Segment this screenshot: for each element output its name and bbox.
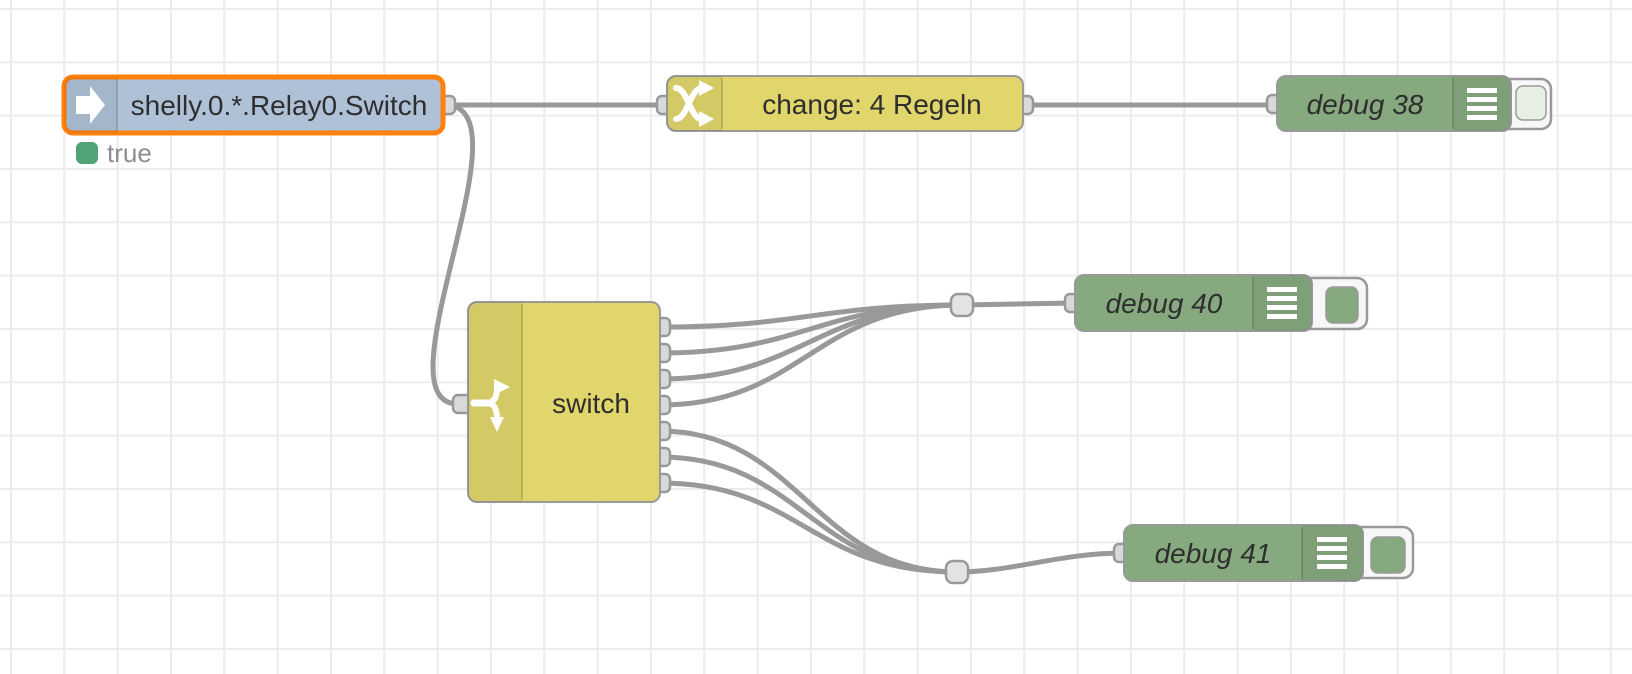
node-label: debug 41 [1155,538,1272,569]
node-label: shelly.0.*.Relay0.Switch [131,90,428,121]
node-label: debug 38 [1307,89,1424,120]
wire-switch-out6-to-junction2[interactable] [657,454,960,575]
debug-list-icon [1267,287,1297,319]
wire-junction2-to-debug41[interactable] [954,550,1127,575]
wire-switch-out2-to-junction1[interactable] [657,302,965,356]
node-change-body[interactable] [666,75,1024,132]
toggle-state[interactable] [1325,286,1359,324]
node-icon-region [1253,275,1312,331]
node-debug40-body[interactable] [1074,274,1313,332]
node-label: switch [552,388,630,419]
wire-switch-out7-to-junction2[interactable] [657,480,960,575]
node-debug38-body[interactable] [1276,75,1512,132]
node-status: true [76,138,152,168]
arrow-in-icon [76,86,105,124]
wire-switch-out5-to-junction2[interactable] [657,428,960,575]
wires [430,102,1280,575]
debug-list-icon [1317,537,1347,569]
node-switch[interactable]: switch [467,301,661,503]
node-switch-body[interactable] [467,301,661,503]
node-debug38[interactable]: debug 38 [1276,75,1553,132]
junction-node[interactable] [944,559,970,585]
status-text: true [107,138,152,168]
node-label: change: 4 Regeln [762,89,982,120]
node-icon-region [1453,76,1511,131]
change-shuffle-icon [673,80,714,127]
junction-node[interactable] [949,292,975,318]
toggle-state[interactable] [1515,85,1547,121]
debug-list-icon [1467,88,1497,120]
node-debug40[interactable]: debug 40 [1074,274,1369,332]
node-label: debug 40 [1106,288,1223,319]
status-dot [76,142,98,164]
wire-junction1-to-debug40[interactable] [959,300,1078,308]
node-iobroker-in[interactable]: shelly.0.*.Relay0.Switch [61,74,446,136]
toggle-state[interactable] [1370,536,1406,574]
node-iobroker-body[interactable] [61,74,446,136]
switch-fork-icon [470,379,510,432]
node-icon-region [1302,525,1363,581]
node-debug41-body[interactable] [1123,524,1364,582]
node-change[interactable]: change: 4 Regeln [666,75,1024,132]
wire-switch-out4-to-junction1[interactable] [657,302,965,408]
node-debug41[interactable]: debug 41 [1123,524,1415,582]
wire-iobroker-to-switch[interactable] [430,102,476,407]
node-icon-region [667,76,722,131]
